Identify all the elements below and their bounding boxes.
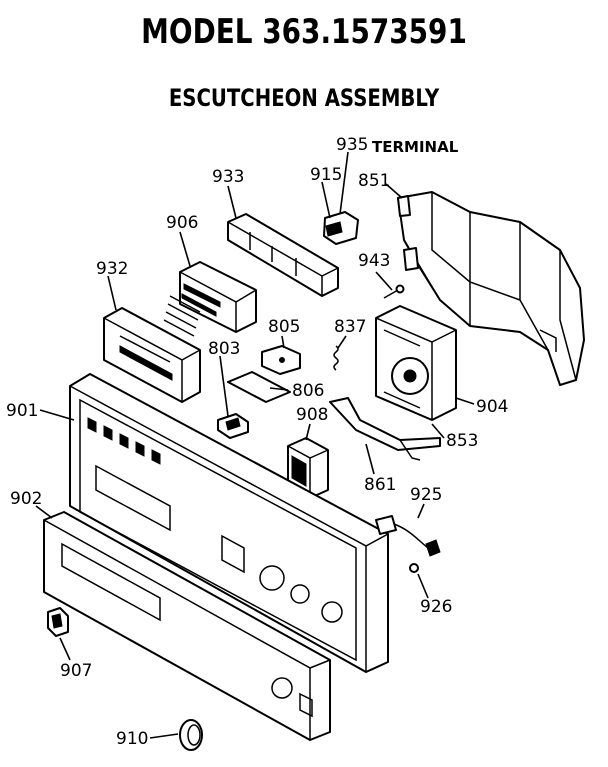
model-title: MODEL 363.1573591 xyxy=(141,12,467,52)
callout-805: 805 xyxy=(268,317,300,337)
part-933-lens xyxy=(227,213,339,297)
part-901-console xyxy=(69,373,389,673)
part-935-terminal xyxy=(323,211,359,245)
part-932-bracket xyxy=(103,307,201,403)
callout-904: 904 xyxy=(476,397,508,417)
part-851-housing xyxy=(397,191,585,386)
callout-906: 906 xyxy=(166,213,198,233)
part-803-switch xyxy=(217,413,249,439)
part-906-switch-bank xyxy=(163,261,257,337)
callout-806: 806 xyxy=(292,381,324,401)
callout-861: 861 xyxy=(364,475,396,495)
callout-908: 908 xyxy=(296,405,328,425)
callout-915: 915 xyxy=(310,165,342,185)
callout-901: 901 xyxy=(6,401,38,421)
part-907-clip xyxy=(47,607,69,637)
callout-851: 851 xyxy=(358,171,390,191)
callout-837: 837 xyxy=(334,317,366,337)
part-926-grommet xyxy=(409,563,419,573)
part-861-harness xyxy=(329,397,441,461)
part-904-timer xyxy=(375,305,457,421)
callout-925: 925 xyxy=(410,485,442,505)
callout-907: 907 xyxy=(60,661,92,681)
part-943-screw xyxy=(383,284,405,299)
callout-numbers: 933 915 935 851 906 932 943 805 837 803 … xyxy=(6,135,508,749)
callout-926: 926 xyxy=(420,597,452,617)
callout-853: 853 xyxy=(446,431,478,451)
callout-943: 943 xyxy=(358,251,390,271)
part-910-knob xyxy=(179,719,203,751)
part-925-wire xyxy=(375,515,441,557)
callout-803: 803 xyxy=(208,339,240,359)
callout-933: 933 xyxy=(212,167,244,187)
callout-932: 932 xyxy=(96,259,128,279)
part-805-bracket xyxy=(261,345,301,375)
terminal-label: TERMINAL xyxy=(372,138,459,156)
callout-935: 935 xyxy=(336,135,368,155)
part-837-spring xyxy=(333,345,339,371)
part-902-bezel xyxy=(43,511,331,741)
callout-902: 902 xyxy=(10,489,42,509)
part-806-plate xyxy=(227,371,291,403)
assembly-title: ESCUTCHEON ASSEMBLY xyxy=(168,84,440,112)
leader-lines xyxy=(35,151,475,739)
callout-910: 910 xyxy=(116,729,148,749)
